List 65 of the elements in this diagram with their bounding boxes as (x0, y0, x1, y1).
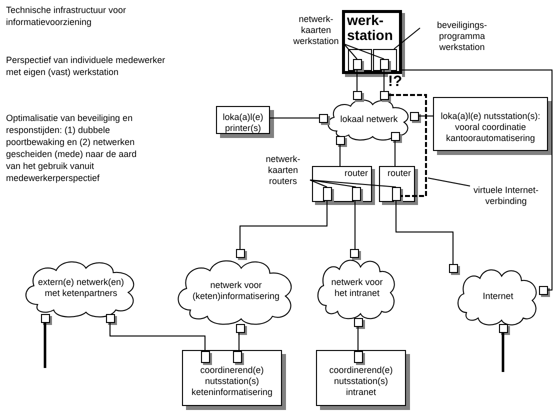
network-card-port (353, 59, 362, 70)
node-label: loka(a)l(e) printer(s) (222, 112, 264, 134)
dashed-connection (389, 94, 427, 197)
network-card-port (236, 324, 245, 333)
node-label: netwerk voor het intranet (330, 277, 384, 299)
network-card-port (380, 91, 389, 100)
callout-text: netwerk- kaarten routers (264, 154, 302, 186)
router-box (379, 166, 415, 202)
connection-line (44, 323, 46, 368)
callout-text: virtuele Internet- verbinding (472, 185, 540, 207)
network-card-port (352, 187, 361, 201)
note-text: Optimalisatie van beveiliging en responstijden: (1) dubbele poortbewaking en (2) netwerken gescheiden (mede) naar de aard van het gebruik vanuit medewerkerperspectief (6, 112, 138, 184)
node-label: router (386, 167, 412, 179)
leader-line (394, 28, 420, 50)
callout-text: netwerk- kaarten werkstation (292, 14, 340, 46)
node-label: netwerk voor (keten)informatisering (191, 280, 281, 302)
callout-text: beveiligings- programma werkstation (436, 20, 488, 52)
network-card-port (236, 249, 245, 258)
node-label: router (343, 167, 369, 179)
workstation-box (342, 10, 402, 74)
compartment-box (348, 49, 372, 71)
node-label: coordinerend(e) nutsstation(s) keteninformatisering (190, 364, 274, 398)
leader-line (428, 178, 470, 186)
network-card-port (499, 324, 508, 333)
network-card-port (410, 112, 419, 121)
connection-line (356, 70, 358, 92)
compartment-box (373, 49, 397, 71)
network-card-port (323, 187, 332, 201)
network-card-port (539, 286, 548, 295)
connection-line (396, 200, 454, 264)
router-box (312, 166, 372, 202)
network-card-port (41, 314, 50, 323)
connection-line (502, 333, 504, 372)
edge-label: !? (388, 74, 402, 89)
network-card-port (392, 187, 401, 201)
network-card-port (106, 314, 115, 323)
network-card-port (233, 351, 242, 363)
node-label: Internet (482, 290, 514, 302)
network-card-port (353, 91, 362, 100)
connection-line (238, 332, 240, 352)
connection-line (110, 322, 206, 352)
network-card-port (201, 351, 210, 363)
leader-line (344, 44, 358, 60)
network-card-port (449, 264, 458, 273)
node-label: extern(e) netwerk(en) met ketenpartners (36, 277, 126, 299)
network-card-port (336, 136, 345, 145)
leader-line (310, 180, 356, 188)
connection-line (240, 200, 328, 250)
node-label: coordinerend(e) nutsstation(s) intranet (328, 364, 394, 398)
connection-line (394, 140, 396, 166)
node-label: werk- station (347, 13, 394, 43)
network-card-port (354, 351, 363, 363)
diagram-title: Technische infrastructuur voor informatievoorziening (6, 4, 128, 28)
node-label: lokaal netwerk (340, 114, 398, 124)
leader-line (310, 180, 328, 188)
note-text: Perspectief van individuele medewerker met eigen (vast) werkstation (6, 54, 166, 78)
leader-line (344, 44, 384, 60)
connection-line (402, 70, 552, 290)
network-card-port (319, 114, 328, 123)
leader-line (310, 180, 396, 188)
node-label: loka(a)l(e) nutsstation(s): vooral coordinatie kantoorautomatisering (440, 110, 542, 144)
network-card-port (380, 59, 389, 70)
network-card-port (350, 249, 359, 258)
network-card-port (354, 318, 363, 327)
network-card-port (391, 132, 400, 141)
